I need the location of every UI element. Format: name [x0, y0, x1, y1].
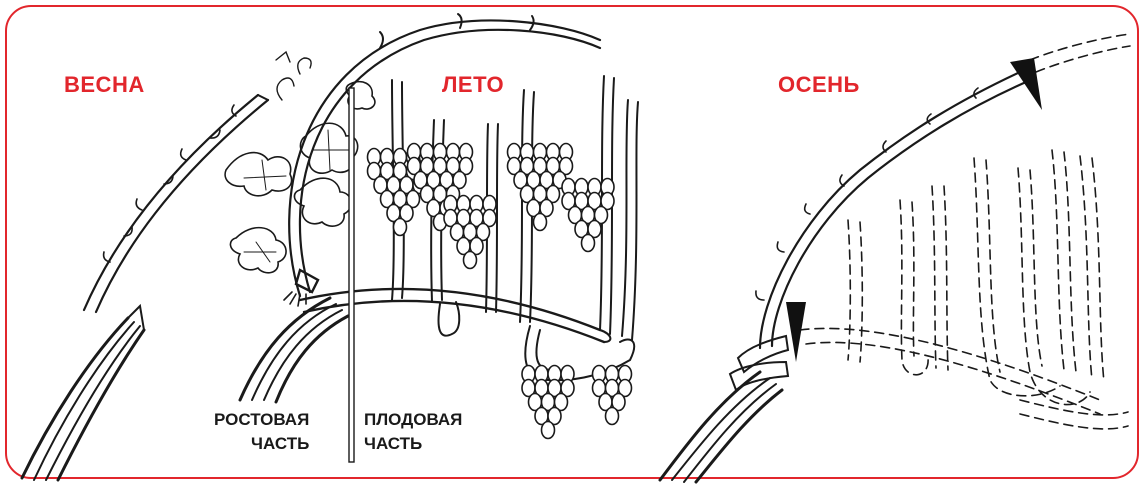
grape-bunch [444, 196, 496, 269]
growth-part-caption-line1: РОСТОВАЯ [214, 408, 309, 432]
season-label-spring: ВЕСНА [64, 74, 145, 96]
growth-part-caption-line2: ЧАСТЬ [214, 432, 309, 456]
autumn-vine [660, 34, 1130, 482]
grape-berry [582, 235, 595, 252]
fruit-part-caption-line2: ЧАСТЬ [364, 432, 462, 456]
grape-bunch [562, 179, 614, 252]
cut-marker-bottom [786, 302, 806, 362]
fruit-part-caption: ПЛОДОВАЯ ЧАСТЬ [364, 408, 462, 456]
grape-bunches [368, 144, 632, 439]
grape-bunch [522, 366, 574, 439]
grape-berry [606, 408, 619, 425]
growth-part-caption: РОСТОВАЯ ЧАСТЬ [214, 408, 309, 456]
grape-berry [464, 252, 477, 269]
fruit-part-caption-line1: ПЛОДОВАЯ [364, 408, 462, 432]
season-label-summer: ЛЕТО [442, 74, 504, 96]
grape-berry [534, 214, 547, 231]
grape-berry [394, 219, 407, 236]
support-stake [349, 88, 354, 462]
season-label-autumn: ОСЕНЬ [778, 74, 860, 96]
grape-berry [542, 422, 555, 439]
grape-bunch [593, 366, 632, 425]
cut-marker-top [1010, 58, 1042, 110]
